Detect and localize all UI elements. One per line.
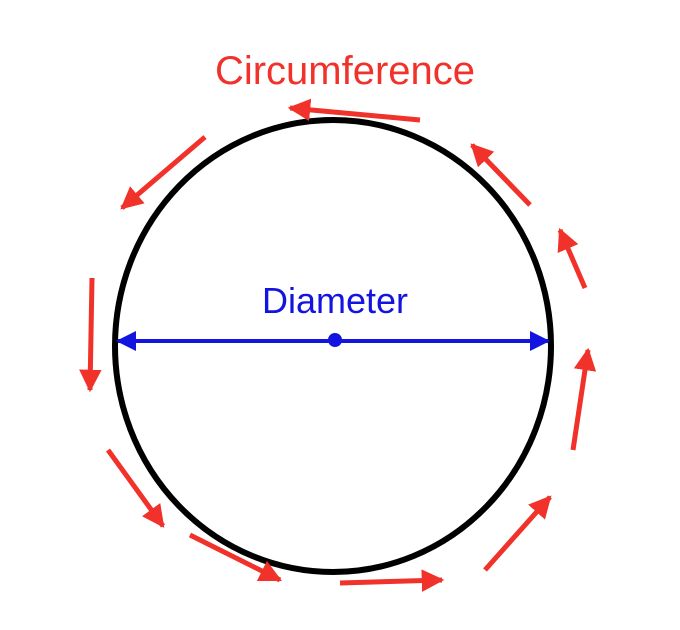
center-point [328, 333, 342, 347]
circumference-arrow [105, 448, 166, 528]
circumference-arrow [188, 532, 283, 583]
circumference-arrow [483, 495, 552, 572]
circumference-arrows [79, 98, 597, 592]
circumference-arrow [120, 135, 207, 210]
circumference-arrow [79, 277, 102, 393]
circumference-arrow [287, 98, 421, 123]
circumference-arrow [557, 227, 588, 289]
circumference-arrow [470, 143, 532, 207]
circumference-arrow [570, 347, 597, 451]
circumference-arrow [339, 569, 445, 592]
diameter-label: Diameter [262, 280, 408, 321]
circle-outline [112, 117, 554, 575]
circumference-label: Circumference [215, 49, 475, 93]
